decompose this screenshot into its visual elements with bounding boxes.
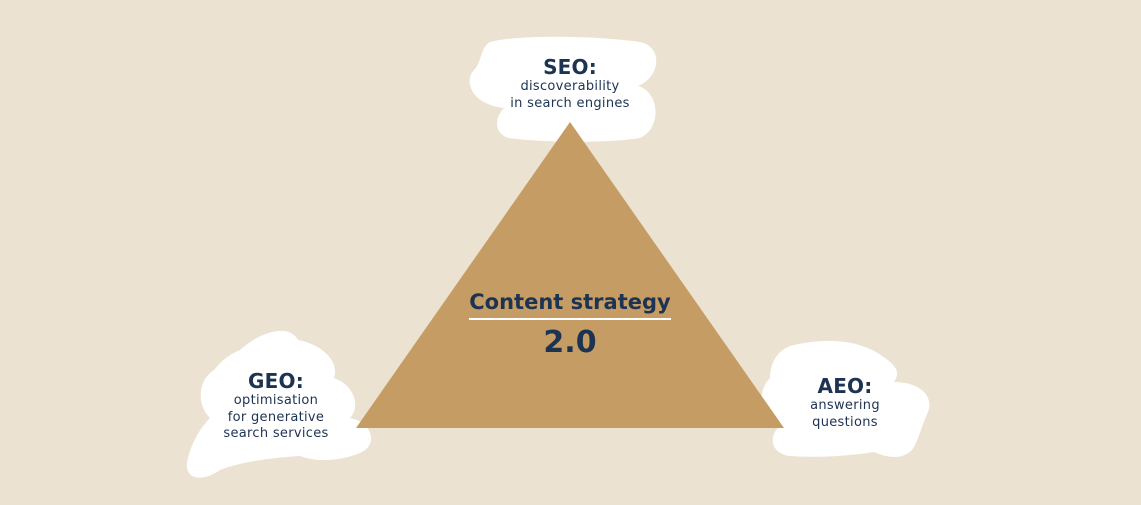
- geo-description-line-2: for generative: [227, 409, 325, 425]
- aeo-label-group: AEO: answering questions: [765, 374, 925, 431]
- aeo-description-line-1: answering: [810, 398, 880, 413]
- geo-cloud: [186, 330, 372, 478]
- center-title-group: Content strategy 2.0: [440, 288, 700, 362]
- geo-label-group: GEO: optimisation for generative search …: [166, 369, 386, 443]
- aeo-cloud: [761, 340, 930, 457]
- aeo-description-line-2: questions: [812, 414, 878, 430]
- geo-heading: GEO:: [248, 369, 304, 393]
- seo-heading: SEO:: [543, 55, 597, 79]
- seo-description-line-2: in search engines: [510, 95, 630, 111]
- center-version: 2.0: [543, 325, 597, 360]
- strategy-triangle: [356, 122, 784, 428]
- geo-description-line-3: search services: [223, 426, 329, 441]
- seo-cloud: [469, 36, 657, 142]
- geo-description-line-1: optimisation: [233, 393, 319, 408]
- seo-description-line-1: discoverability: [520, 79, 620, 94]
- aeo-heading: AEO:: [817, 374, 873, 398]
- seo-label-group: SEO: discoverability in search engines: [460, 55, 680, 112]
- center-heading: Content strategy: [469, 288, 671, 320]
